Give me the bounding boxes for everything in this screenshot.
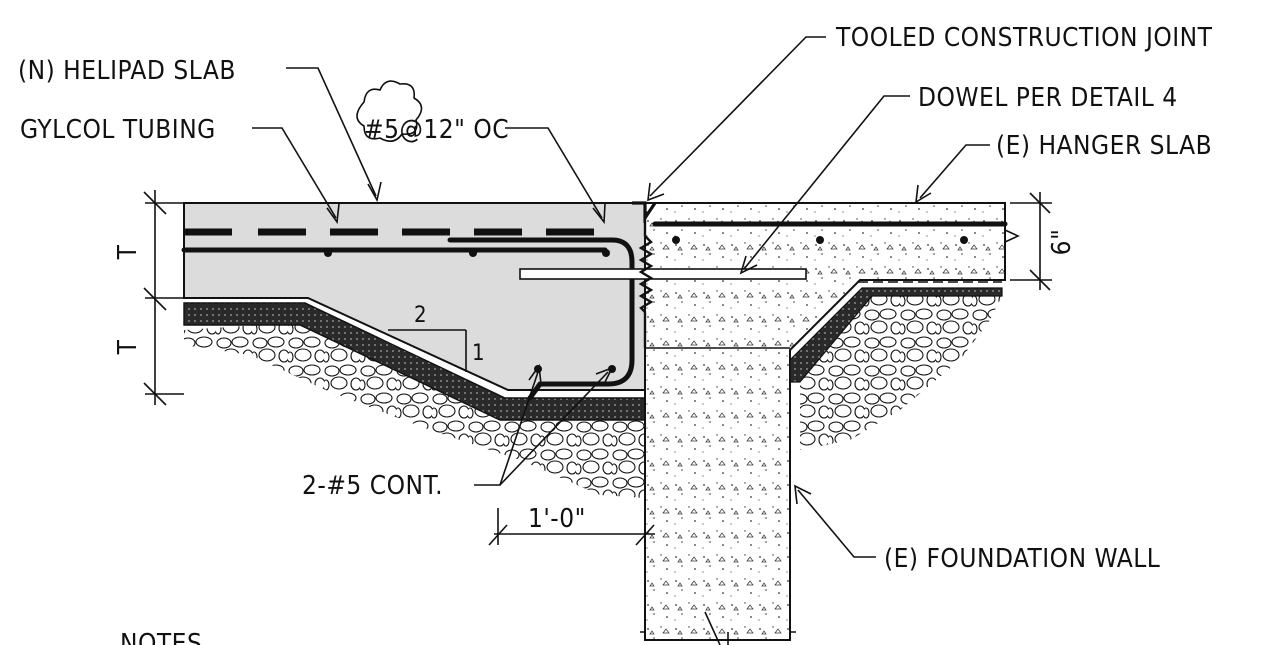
hanger-thickness-dimension: 6" — [1004, 192, 1077, 291]
offset-dimension: 1'-0" — [488, 504, 655, 546]
revision-cloud — [356, 80, 423, 142]
dim-6in: 6" — [1047, 229, 1077, 256]
dim-t-bottom: T — [113, 339, 143, 355]
dim-t-top: T — [113, 244, 143, 260]
label-hanger-slab: (E) HANGER SLAB — [996, 131, 1212, 161]
label-foundation-wall: (E) FOUNDATION WALL — [884, 544, 1160, 574]
label-tooled-joint: TOOLED CONSTRUCTION JOINT — [835, 23, 1213, 53]
label-dowel: DOWEL PER DETAIL 4 — [918, 83, 1178, 113]
label-helipad-slab: (N) HELIPAD SLAB — [18, 56, 236, 86]
label-glycol-tubing: GYLCOL TUBING — [20, 115, 216, 145]
thickness-dimension: T T — [113, 190, 184, 406]
dim-1ft: 1'-0" — [528, 504, 586, 534]
label-cont-bars: 2-#5 CONT. — [302, 471, 443, 501]
slope-indicator: 2 1 — [388, 303, 485, 372]
label-rebar-spacing: #5@12" OC — [364, 115, 509, 145]
tooled-joint — [638, 203, 654, 348]
slope-run: 2 — [414, 303, 427, 328]
gravel-fill-right — [800, 296, 1002, 450]
dowel-bar — [519, 268, 807, 280]
label-notes: NOTES — [120, 629, 202, 645]
rebar-hook — [447, 237, 635, 401]
slope-rise: 1 — [472, 341, 485, 366]
